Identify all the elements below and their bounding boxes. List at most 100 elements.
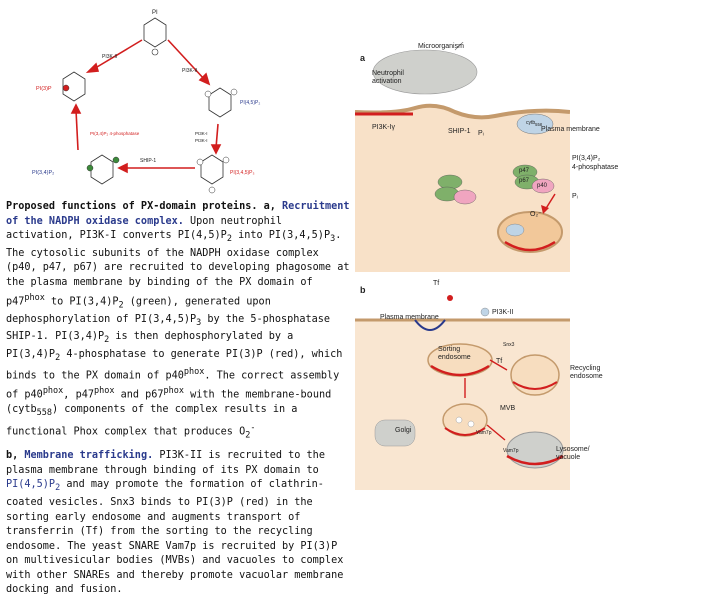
phagosome — [497, 211, 563, 253]
caption-sup: phox — [24, 292, 45, 303]
label-p47-a: p47 — [519, 168, 530, 174]
label-cytb: cytb558 — [526, 120, 542, 127]
label-plasma-membrane-b: Plasma membrane — [380, 314, 439, 321]
pathway-label-pi3k2-left: PI3K-II — [102, 54, 117, 60]
label-pi3k-gamma: PI3K-Iγ — [372, 124, 395, 131]
caption-text: , p47 — [63, 389, 94, 401]
p40-subunit — [531, 178, 555, 194]
microorganism-shape — [372, 49, 478, 95]
pathway-label-pi3p: PI(3)P — [36, 86, 52, 92]
caption-sup: phox — [163, 386, 185, 397]
label-neutrophil-activation: Neutrophil activation — [372, 70, 404, 85]
recycling-pi3p — [512, 381, 558, 390]
label-o2: O₂⁻ — [530, 211, 542, 218]
caption-sub: 3 — [196, 317, 202, 328]
caption-text: and may promote the formation of clathri… — [6, 479, 344, 596]
label-p40-a: p40 — [537, 183, 548, 189]
caption-sub: 2 — [55, 483, 61, 494]
cytb-text: cytb — [526, 120, 536, 126]
p40-cyto — [453, 189, 477, 205]
golgi — [374, 419, 416, 447]
label-ship1-a: SHIP-1 — [448, 128, 471, 135]
label-lysosome: Lysosome/ vacuole — [556, 446, 590, 461]
caption-b-heading: Membrane trafficking. — [24, 450, 154, 462]
pathway-label-pi: PI — [152, 10, 158, 16]
label-pi-a2: Pᵢ — [572, 193, 578, 200]
caption-sup: phox — [93, 386, 115, 397]
pathway-arrows — [70, 39, 222, 174]
label-pi-a: Pᵢ — [478, 130, 484, 137]
lysosome — [506, 431, 564, 469]
label-tf-b: Tf — [496, 358, 503, 365]
recycling-endosome — [510, 354, 560, 396]
pi-pathway-diagram: PI PI3K-II PI(3)P PI3K-II PI(4,5)P₂ PI(3… — [32, 10, 260, 194]
caption-text: to PI(3,4)P — [44, 295, 119, 307]
caption-text: Upon neutrophil activation, PI3K-I conve… — [6, 215, 283, 242]
pathway-label-pi3k2-right: PI3K-II — [182, 68, 197, 74]
label-vam7p-2: Vam7p — [503, 448, 519, 454]
caption-text: by the 5-phosphatase SHIP-1. PI(3,4)P — [6, 313, 331, 343]
inositol-ring-left — [62, 71, 86, 102]
caption-text: 4-phosphatase to generate PI(3)P (red), … — [6, 348, 343, 382]
caption-sub: 2 — [104, 335, 110, 346]
caption-text: . The cytosolic subunits of the NADPH ox… — [6, 230, 350, 307]
inositol-ring-bottom-left — [86, 154, 120, 185]
caption-sub: 3 — [330, 234, 336, 245]
inositol-ring-top — [143, 17, 167, 56]
inositol-ring-right — [204, 87, 238, 118]
caption-text: is then dephosphorylated by a PI(3,4)P — [6, 331, 294, 360]
label-p67-a: p67 — [519, 178, 530, 184]
cytb-complex — [516, 113, 554, 135]
caption-text: PI3K-II is recruited to the plasma membr… — [6, 450, 325, 476]
sorting-pi3p — [430, 364, 490, 377]
caption-text: into PI(3,4,5)P — [231, 230, 331, 242]
label-pi3k2-b: PI3K-II — [492, 309, 514, 316]
caption-paragraph-b: b, Membrane trafficking. PI3K-II is recr… — [6, 449, 353, 598]
label-snx3: Snx3 — [503, 342, 515, 348]
caption-sup: phox — [183, 367, 205, 378]
caption-sup: phox — [42, 386, 64, 397]
inositol-ring-bottom-right — [196, 154, 230, 194]
caption-text: and p67 — [114, 389, 164, 401]
figure-caption: Proposed functions of PX-domain proteins… — [6, 200, 353, 604]
panel-b-diagram — [355, 295, 570, 490]
label-sorting-endosome: Sorting endosome — [438, 346, 471, 361]
p47-cyto — [437, 174, 463, 190]
caption-sub: 2 — [118, 300, 124, 311]
pathway-label-pi345p3: PI(3,4,5)P₃ — [230, 170, 255, 176]
coated-pit — [414, 319, 446, 331]
caption-sub: 2 — [245, 430, 251, 441]
label-tf: Tf — [433, 280, 440, 287]
caption-sub: 2 — [226, 234, 232, 245]
pathway-label-phosphatase: PI(3,4)P₂ 4-phosphatase — [90, 131, 140, 136]
pathway-label-pi45p2: PI(4,5)P₂ — [240, 100, 260, 106]
caption-text: . The correct assembly of p40 — [6, 370, 340, 401]
panel-b-letter: b — [360, 285, 366, 295]
mvb-pi3p — [444, 427, 486, 436]
caption-a-title: Proposed functions of PX-domain proteins… — [6, 201, 276, 212]
mvb-vesicle — [467, 420, 475, 428]
panel-a-letter: a — [360, 53, 366, 63]
label-golgi: Golgi — [395, 427, 412, 434]
label-mvb: MVB — [500, 405, 516, 412]
cytb-sub: 558 — [535, 122, 543, 127]
arrow-head — [541, 205, 549, 214]
lysosome-pi3p — [506, 454, 564, 466]
pathway-label-pi3k1-b: PI3K-I — [195, 138, 208, 143]
caption-sub: 2 — [55, 352, 61, 363]
caption-sup: - — [250, 423, 256, 434]
pathway-label-pi3k1: PI3K-I — [195, 131, 208, 136]
caption-b-highlight: PI(4,5)P — [6, 479, 56, 491]
pathway-label-ship1: SHIP-1 — [140, 158, 156, 164]
phagosome-cytb — [505, 223, 525, 237]
pathway-label-pi34p2: PI(3,4)P₂ — [32, 170, 54, 176]
caption-a-heading: Recruitment of the NADPH oxidase complex… — [6, 201, 350, 227]
leader-line — [454, 42, 464, 51]
label-microorganism: Microorganism — [418, 43, 464, 50]
label-pi34p2-a: PI(3,4)P₂ — [572, 155, 601, 162]
panel-a-diagram — [355, 42, 570, 272]
tf-dot — [447, 295, 453, 301]
label-4-phosphatase: 4-phosphatase — [572, 164, 619, 171]
label-vam7p-1: Vam7p — [476, 430, 492, 436]
pi3k2-dot — [480, 307, 490, 317]
